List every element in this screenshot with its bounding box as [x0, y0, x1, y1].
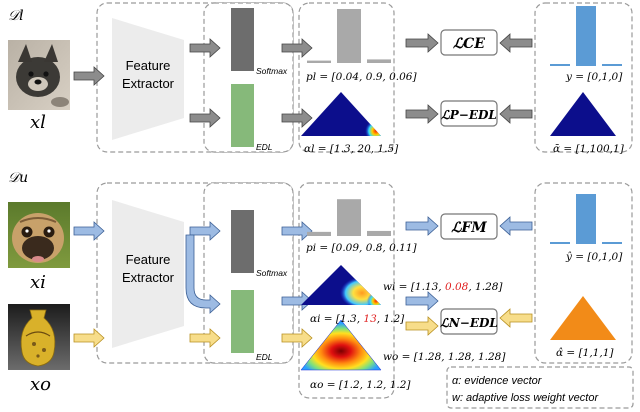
arrow-extractor-to-edl-inlier — [185, 234, 221, 314]
feature-extractor-labeled — [112, 18, 184, 140]
prob-labeled-bar-3 — [367, 59, 391, 63]
loss-box-fm — [440, 213, 498, 240]
loss-box-n-edl — [440, 308, 498, 335]
input-label-outlier: xo — [30, 374, 51, 395]
arrow-edl-to-simplex-outlier — [281, 328, 313, 348]
target-inlier-bar-1 — [550, 242, 570, 244]
feature-extractor-unlabeled-line2: Extractor — [122, 270, 175, 285]
weight-label-inlier: wi = [1.13, 0.08, 1.28] — [383, 281, 503, 293]
loss-n-edl: ℒN−EDL — [440, 316, 498, 330]
arrow-simplex-to-nedl-outlier — [405, 316, 439, 336]
target-panel-labeled — [534, 2, 633, 153]
arrow-softmax-to-prob-labeled — [281, 38, 313, 58]
legend-box — [446, 366, 634, 409]
weight-label-outlier: wo = [1.28, 1.28, 1.28] — [383, 351, 506, 363]
legend-w: w: adaptive loss weight vector — [452, 392, 599, 404]
weight-inlier-prefix: wi = [1.13, — [383, 281, 445, 293]
alpha-inlier-highlight: 13 — [363, 313, 377, 325]
target-bars-inlier — [550, 194, 622, 244]
weight-inlier-highlight: 0.08 — [445, 281, 469, 293]
arrow-edl-to-simplex-inlier — [281, 291, 313, 311]
target-y-label: y = [0,1,0] — [565, 71, 623, 83]
prob-bars-inlier — [307, 199, 391, 236]
arrow-edl-to-simplex-labeled — [281, 108, 313, 128]
loss-p-edl: ℒP−EDL — [441, 108, 497, 122]
loss-fm: ℒFM — [451, 220, 487, 236]
arrow-simplex-to-pedl — [405, 104, 439, 124]
simplex-target-labeled — [550, 92, 616, 136]
target-inlier-bar-2 — [576, 194, 596, 244]
prob-inlier-bar-3 — [367, 230, 391, 236]
arrow-target-to-fm — [499, 216, 533, 236]
alpha-label-outlier: αo = [1.2, 1.2, 1.2] — [310, 379, 411, 391]
loss-box-p-edl — [440, 100, 498, 127]
simplex-outlier — [300, 319, 382, 371]
head-panel-labeled — [203, 2, 294, 153]
arrow-extractor-to-edl-labeled — [189, 108, 221, 128]
target-alpha-hat-label: α̂ = [1,1,1] — [556, 347, 614, 359]
softmax-feature-unlabeled — [231, 210, 254, 273]
labeled-dataset-label: 𝒟l — [8, 8, 24, 24]
edl-feature-labeled — [231, 84, 254, 147]
alpha-label-inlier: αi = [1.3, 13, 1.2] — [310, 313, 405, 325]
edl-label-unlabeled: EDL — [256, 352, 273, 362]
arrow-extractor-to-softmax-labeled — [189, 38, 221, 58]
loss-box-ce — [440, 29, 498, 56]
feature-extractor-labeled-line2: Extractor — [122, 76, 175, 91]
prob-inlier-bar-1 — [307, 231, 331, 236]
alpha-inlier-suffix: , 1.2] — [377, 313, 405, 325]
alpha-inlier-prefix: αi = [1.3, — [310, 313, 363, 325]
target-panel-unlabeled — [534, 182, 633, 364]
prob-bars-labeled — [307, 9, 391, 63]
unlabeled-dataset-label: 𝒟u — [8, 170, 28, 186]
input-image-outlier — [8, 304, 70, 370]
target-labeled-bar-3 — [602, 64, 622, 66]
prob-labeled-bar-1 — [307, 60, 331, 63]
simplex-target-outlier — [550, 296, 616, 340]
softmax-label-unlabeled: Softmax — [256, 268, 288, 278]
target-labeled-bar-1 — [550, 64, 570, 66]
target-labeled-bar-2 — [576, 6, 596, 66]
input-label-labeled: xl — [30, 112, 46, 133]
weight-inlier-suffix: , 1.28] — [468, 281, 503, 293]
arrow-extractor-to-edl-outlier — [189, 328, 221, 348]
legend-alpha: α: evidence vector — [452, 375, 543, 387]
arrow-prob-to-fm — [405, 216, 439, 236]
feature-extractor-unlabeled — [112, 200, 184, 348]
arrow-target-to-pedl — [499, 104, 533, 124]
arrow-simplex-to-nedl — [405, 291, 439, 311]
target-yhat-label: ŷ = [0,1,0] — [565, 250, 623, 263]
prob-label-inlier: pi = [0.09, 0.8, 0.11] — [306, 242, 417, 254]
arrow-image-to-extractor-labeled — [73, 66, 105, 86]
arrow-image-to-extractor-outlier — [73, 328, 105, 348]
target-inlier-bar-3 — [602, 242, 622, 244]
prob-inlier-bar-2 — [337, 199, 361, 236]
prob-labeled-bar-2 — [337, 9, 361, 63]
prob-label-labeled: pl = [0.04, 0.9, 0.06] — [306, 71, 417, 83]
edl-feature-unlabeled — [231, 290, 254, 353]
simplex-labeled — [301, 92, 381, 136]
arrow-prob-to-ce — [405, 33, 439, 53]
arrow-target-to-nedl — [499, 308, 533, 328]
target-bars-labeled — [550, 6, 622, 66]
alpha-label-labeled: αl = [1.3, 20, 1.5] — [304, 143, 399, 155]
softmax-feature-labeled — [231, 8, 254, 71]
edl-label-labeled: EDL — [256, 142, 273, 152]
arrow-target-to-ce — [499, 33, 533, 53]
loss-ce: ℒCE — [453, 36, 485, 52]
arrow-image-to-extractor-inlier — [73, 221, 105, 241]
target-alpha-bar-label: ᾱ = [1,100,1] — [553, 143, 625, 155]
input-label-inlier: xi — [30, 272, 46, 293]
input-image-labeled — [8, 40, 70, 110]
feature-extractor-labeled-line1: Feature — [126, 58, 171, 73]
input-image-inlier — [8, 202, 70, 268]
feature-extractor-unlabeled-line1: Feature — [126, 252, 171, 267]
softmax-label-labeled: Softmax — [256, 66, 288, 76]
